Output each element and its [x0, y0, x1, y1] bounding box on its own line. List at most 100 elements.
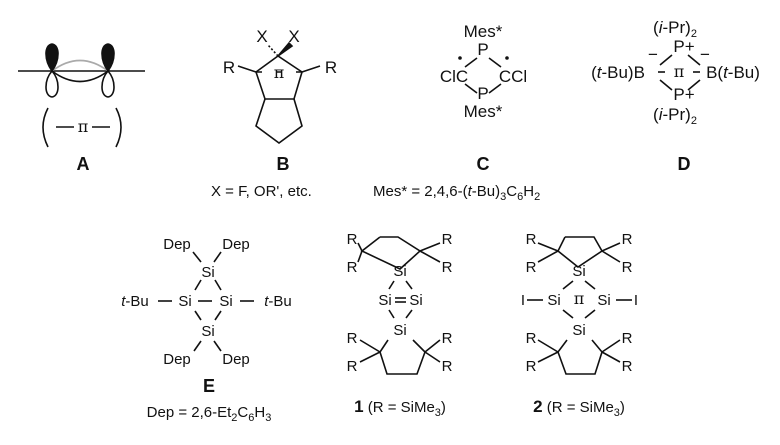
d-minus-right: − — [700, 45, 710, 64]
d-bond-3 — [659, 79, 673, 91]
b-pi-symbol: π — [274, 63, 285, 82]
e-tbu-left: t-Bu — [121, 293, 149, 310]
e-bond-8 — [213, 340, 222, 352]
c2-r: R — [526, 330, 537, 347]
legend-x-definition: X = F, OR', etc. — [211, 183, 312, 200]
e-dep-top-right: Dep — [222, 236, 250, 253]
c1-r-bond — [424, 351, 441, 363]
e-bond-5 — [194, 310, 202, 321]
d-ipr-bottom: (i-Pr)2 — [653, 105, 697, 127]
e-bond-2 — [213, 251, 222, 263]
d-pi-symbol: π — [674, 62, 685, 81]
b-wedge-bond — [277, 41, 294, 57]
c2-bond — [584, 309, 596, 319]
c-clc-left: ClC — [440, 67, 468, 86]
c2-r: R — [622, 330, 633, 347]
label-e: E — [203, 376, 215, 396]
c1-r-bond — [419, 242, 441, 252]
c1-r: R — [347, 358, 358, 375]
c1-bond — [388, 280, 395, 290]
compound-1: R R R R Si Si Si Si R R R R 1 (R = SiMe3… — [347, 231, 453, 419]
c2-iodine-left: I — [521, 292, 525, 309]
e-dep-top-left: Dep — [163, 236, 191, 253]
e-bond-6 — [214, 310, 222, 321]
e-si-right: Si — [219, 293, 232, 310]
d-b-tbu-right: B(t-Bu) — [706, 63, 760, 82]
c1-r-bond — [424, 339, 441, 353]
c1-r: R — [347, 330, 358, 347]
b-ring-lower — [255, 98, 303, 144]
b-r-left: R — [223, 58, 235, 77]
a-orbital-lobe-right-top — [101, 43, 115, 73]
e-bond-4 — [214, 279, 222, 291]
c1-si-left: Si — [378, 292, 391, 309]
c2-r-bond — [537, 242, 559, 252]
c2-r: R — [526, 358, 537, 375]
d-p-top: P+ — [673, 37, 694, 56]
c1-r-bond — [359, 339, 381, 353]
d-bond-1 — [659, 54, 673, 66]
c-bond-3 — [464, 83, 478, 94]
c1-si-right: Si — [409, 292, 422, 309]
b-r-bond-right — [301, 65, 321, 73]
b-ring-upper — [255, 71, 303, 100]
c2-si-bottom: Si — [572, 322, 585, 339]
d-bond-2 — [687, 54, 701, 66]
a-sigma-arc — [51, 70, 109, 83]
c2-ring-bottom — [557, 339, 603, 375]
c2-bond — [584, 280, 596, 290]
a-paren-right — [115, 107, 122, 148]
c1-r: R — [347, 259, 358, 276]
d-minus-left: − — [648, 45, 658, 64]
a-paren-left — [42, 107, 49, 148]
c1-bond — [405, 280, 413, 290]
e-si-top: Si — [201, 264, 214, 281]
e-si-bottom: Si — [201, 323, 214, 340]
e-bond-7 — [193, 340, 202, 352]
e-bond-3 — [194, 279, 202, 291]
b-bridge — [255, 55, 303, 73]
c1-r-bond — [357, 242, 363, 252]
c1-si-top: Si — [393, 263, 406, 280]
c2-r-bond — [537, 351, 559, 363]
compound-b: X X π R R B — [223, 27, 337, 174]
c2-r-bond — [601, 242, 621, 252]
c2-r: R — [526, 231, 537, 248]
c2-si-left: Si — [547, 292, 560, 309]
b-x-left: X — [256, 27, 267, 46]
c1-r: R — [442, 330, 453, 347]
c2-ring-top — [556, 236, 604, 268]
compound-a: π A — [18, 43, 145, 174]
label-d: D — [678, 154, 691, 174]
c2-caption: 2 (R = SiMe3) — [533, 397, 625, 419]
c-p-bottom: P — [477, 84, 488, 103]
c2-r-bond — [537, 250, 559, 263]
c-bond-2 — [488, 57, 502, 68]
e-tbu-right: t-Bu — [264, 293, 292, 310]
a-orbital-lobe-left-bottom — [45, 69, 59, 98]
c2-si-right: Si — [597, 292, 610, 309]
c2-r-bond — [601, 339, 621, 353]
c1-bond — [388, 309, 395, 319]
c2-si-top: Si — [572, 263, 585, 280]
c1-bond — [405, 309, 413, 319]
a-pi-overlap-arc — [51, 59, 109, 72]
c1-r: R — [347, 231, 358, 248]
c-radical-dot-right — [505, 56, 509, 60]
c2-bond — [562, 309, 574, 319]
c2-r: R — [526, 259, 537, 276]
b-hashed-bond — [267, 44, 279, 57]
b-r-right: R — [325, 58, 337, 77]
c2-pi-symbol: π — [574, 289, 585, 308]
c1-r: R — [442, 231, 453, 248]
c2-r: R — [622, 231, 633, 248]
c2-r-bond — [601, 351, 621, 363]
c-bond-1 — [464, 57, 478, 68]
c2-r-bond — [601, 250, 621, 263]
c1-caption: 1 (R = SiMe3) — [354, 397, 446, 419]
label-a: A — [77, 154, 90, 174]
e-bond-1 — [192, 251, 202, 263]
c1-si-bottom: Si — [393, 322, 406, 339]
b-r-bond-left — [237, 65, 257, 73]
